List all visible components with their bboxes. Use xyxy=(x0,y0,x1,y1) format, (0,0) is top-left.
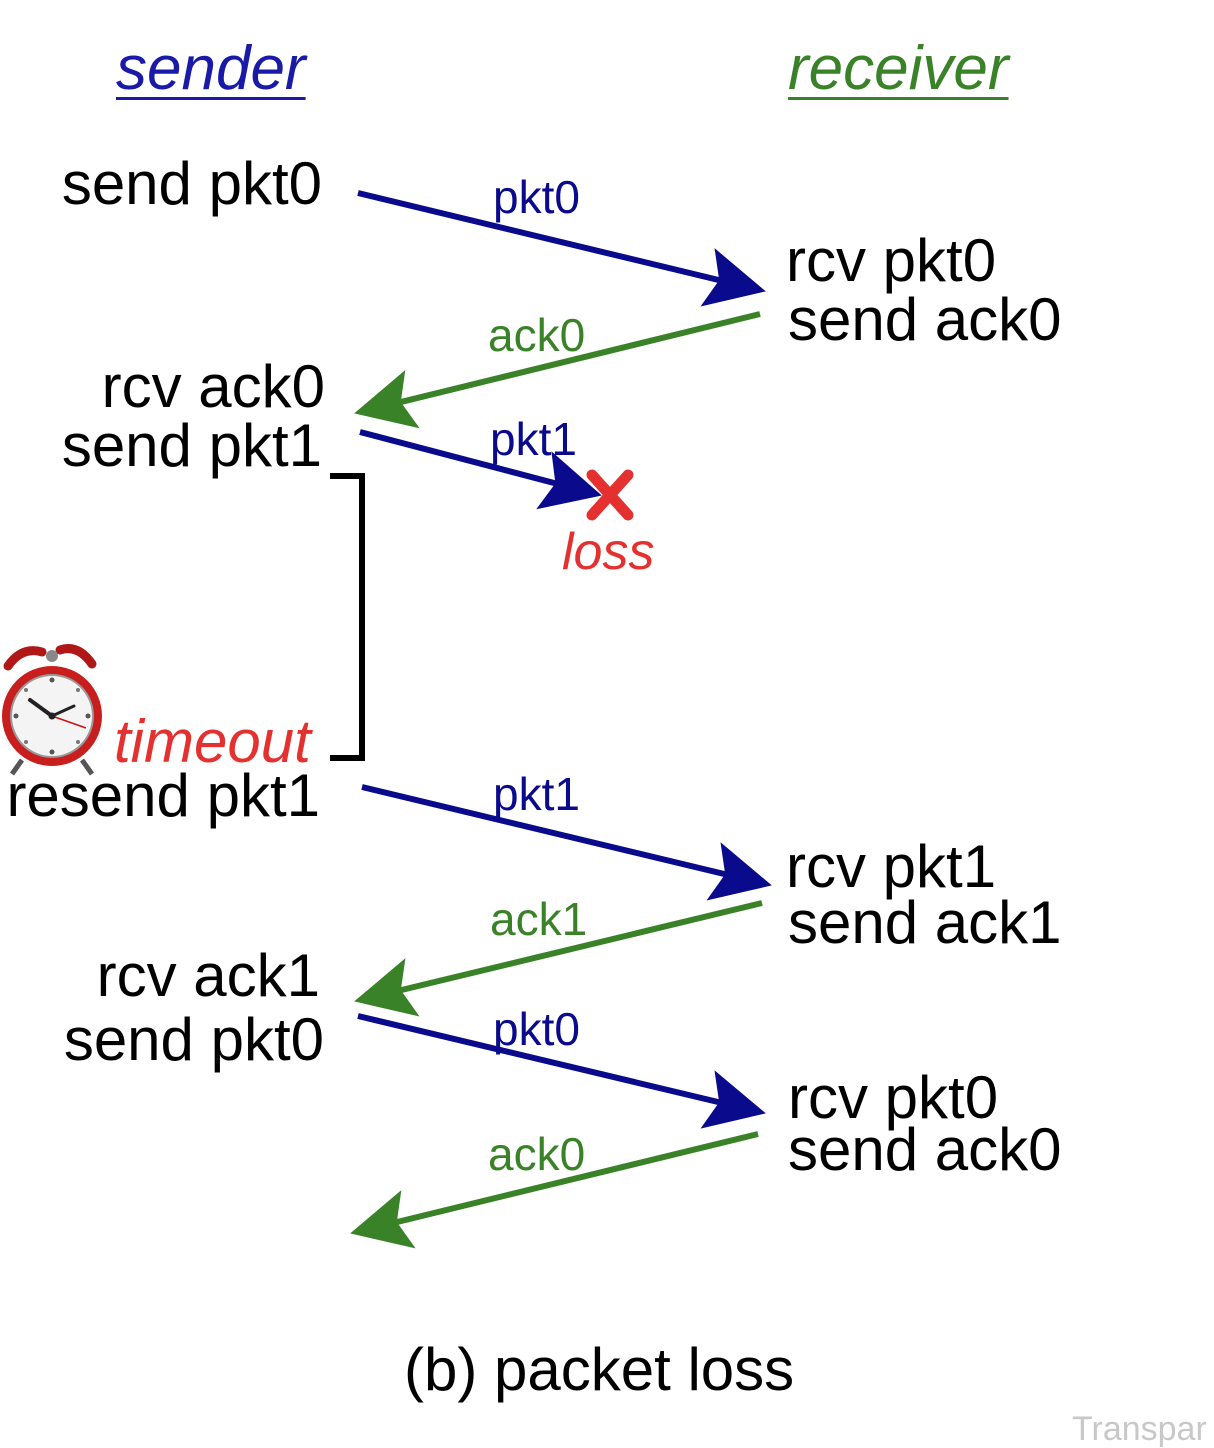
arrow-ack0-first xyxy=(354,311,761,429)
message-label-ack0: ack0 xyxy=(488,309,586,361)
alarm-clock-icon xyxy=(2,644,102,776)
loss-x-icon xyxy=(586,469,634,521)
receiver-event-send-ack0: send ack0 xyxy=(788,286,1062,353)
arrow-pkt1-resend xyxy=(361,784,772,901)
sender-event-send-pkt0: send pkt0 xyxy=(61,150,322,217)
message-label-ack0-second: ack0 xyxy=(488,1128,586,1180)
sender-event-rcv-ack1: rcv ack1 xyxy=(96,942,320,1009)
receiver-event-rcv-pkt0: rcv pkt0 xyxy=(786,227,997,294)
arrow-pkt1-lost xyxy=(359,429,602,510)
loss-label: loss xyxy=(562,523,655,581)
arrow-pkt0-second xyxy=(357,1013,766,1129)
timeout-label: timeout xyxy=(114,708,311,775)
sender-event-send-pkt1: send pkt1 xyxy=(61,412,322,479)
message-label-pkt0: pkt0 xyxy=(493,171,580,223)
arrow-ack1 xyxy=(354,900,763,1017)
receiver-event-send-ack0-again: send ack0 xyxy=(788,1116,1062,1183)
receiver-event-rcv-pkt1: rcv pkt1 xyxy=(786,833,997,900)
message-label-pkt1-resend: pkt1 xyxy=(493,768,580,820)
message-label-ack1: ack1 xyxy=(490,893,588,945)
receiver-header: receiver xyxy=(788,34,1009,103)
message-label-pkt0-second: pkt0 xyxy=(493,1003,580,1055)
arrow-pkt0-first xyxy=(357,190,766,307)
sender-event-resend-pkt1: resend pkt1 xyxy=(6,762,320,829)
sender-event-rcv-ack0: rcv ack0 xyxy=(101,353,325,420)
receiver-event-rcv-pkt0-again: rcv pkt0 xyxy=(788,1064,999,1131)
timeout-bracket xyxy=(330,473,365,761)
receiver-event-send-ack1: send ack1 xyxy=(788,889,1062,956)
sender-event-send-pkt0-again: send pkt0 xyxy=(63,1006,324,1073)
message-label-pkt1: pkt1 xyxy=(490,413,577,465)
arrow-ack0-second xyxy=(350,1131,759,1249)
figure-caption: (b) packet loss xyxy=(404,1336,795,1403)
corner-text: Transpar xyxy=(1072,1410,1207,1448)
sender-header: sender xyxy=(116,34,306,103)
